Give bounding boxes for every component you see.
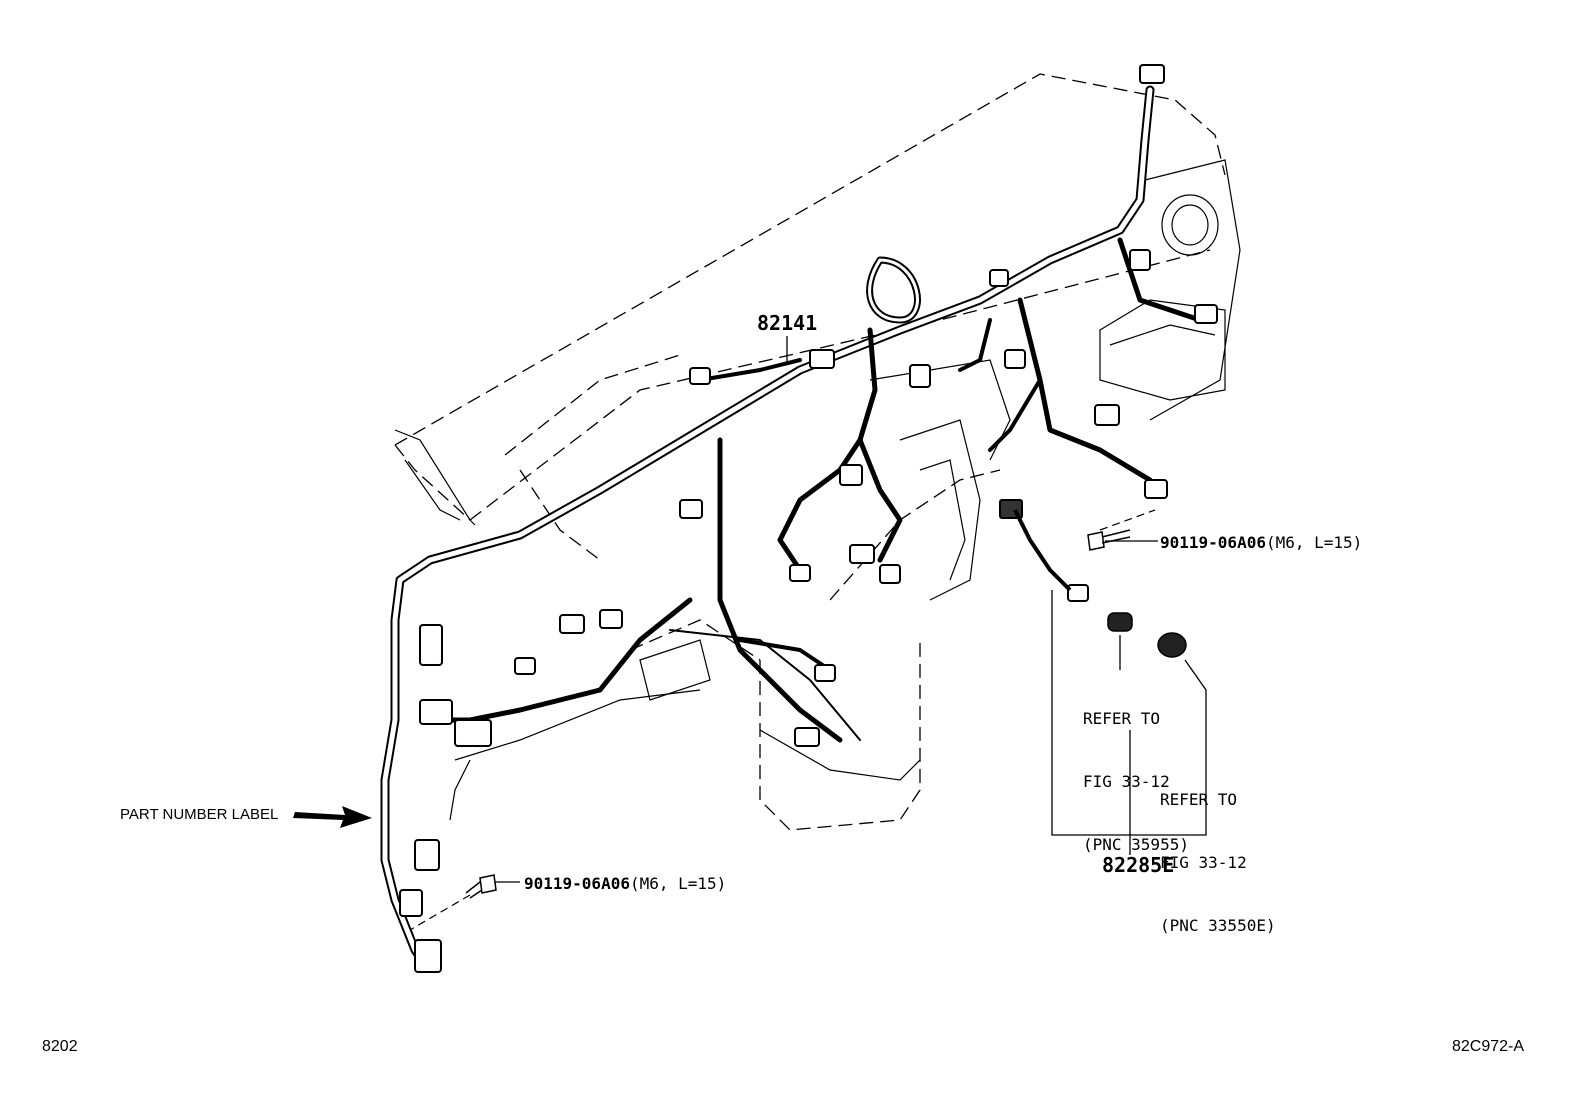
bolt-lower-label[interactable]: 90119-06A06(M6, L=15) [524, 874, 727, 893]
main-harness-part-number[interactable]: 82141 [757, 311, 818, 335]
bolt-lower-icon [465, 874, 497, 899]
sub-wire-harness [1013, 509, 1187, 658]
part-number-label-text: PART NUMBER LABEL [120, 806, 279, 823]
bolt-upper-icon [1087, 529, 1131, 551]
bolt-upper-label[interactable]: 90119-06A06(M6, L=15) [1160, 533, 1363, 552]
footer-left-code: 8202 [42, 1038, 78, 1055]
main-wire-harness [380, 85, 1203, 970]
bolt-guide-lines [409, 509, 1156, 931]
sub-harness-part-number[interactable]: 82285E [1102, 853, 1175, 877]
reference-line: (PNC 33550E) [1160, 916, 1276, 935]
footer-right-code: 82C972-A [1452, 1038, 1525, 1055]
connectors [399, 64, 1218, 973]
reference-line: REFER TO [1083, 709, 1161, 728]
reference-note-33550e[interactable]: REFER TO FIG 33-12 (PNC 33550E) [1160, 747, 1276, 957]
reference-note-35955[interactable]: REFER TO FIG 33-12 (PNC 35955) [1083, 666, 1189, 876]
reference-line: (PNC 35955) [1083, 835, 1189, 854]
arrow-right-icon [293, 806, 372, 828]
reference-line: FIG 33-12 [1083, 772, 1170, 791]
reference-line: REFER TO [1160, 790, 1238, 809]
instrument-panel-details [394, 159, 1241, 821]
reference-line: FIG 33-12 [1160, 853, 1247, 872]
